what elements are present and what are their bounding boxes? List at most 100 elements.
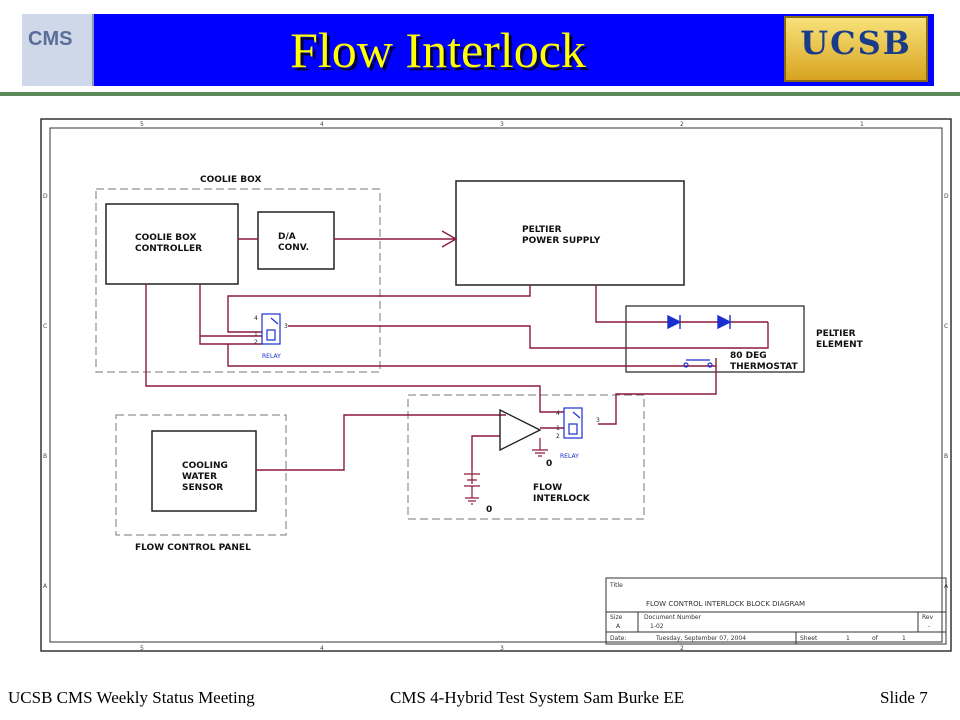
- row-label: A: [43, 583, 48, 590]
- col-label: 2: [680, 645, 684, 652]
- wire-ps-diodes: [595, 285, 668, 323]
- wire-thermostat: [227, 344, 717, 367]
- cooling-water-sensor-block: [151, 430, 257, 512]
- relay2-pin: 4: [556, 410, 560, 417]
- relay1-label: RELAY: [262, 353, 281, 360]
- row-label: D: [944, 193, 949, 200]
- da-conv-label-2: CONV.: [278, 243, 309, 253]
- diode-1: [667, 314, 682, 330]
- tb-title-label: Title: [609, 582, 623, 589]
- relay2-label: RELAY: [560, 453, 579, 460]
- wire-relay1-2: [199, 336, 262, 345]
- tb-of-label: of: [872, 635, 879, 642]
- da-conv-label-1: D/A: [278, 232, 296, 242]
- row-label: B: [43, 453, 47, 460]
- ground-symbols: [464, 438, 548, 505]
- wire-relay1-3-peltier: [288, 322, 769, 349]
- thermostat-switch: [683, 359, 713, 368]
- col-label: 1: [860, 121, 864, 128]
- col-label: 5: [140, 645, 144, 652]
- row-label: D: [43, 193, 48, 200]
- relay2-pin: 2: [556, 433, 560, 440]
- wire-sensor-amp: [256, 414, 506, 471]
- flow-control-panel-group: [115, 414, 287, 536]
- sensor-label-3: SENSOR: [182, 483, 223, 493]
- title-block: [605, 577, 947, 645]
- relay-2: [563, 407, 583, 439]
- relay2-pin: 1: [556, 425, 560, 432]
- tb-date: Tuesday, September 07, 2004: [655, 635, 746, 642]
- tb-sheet: 1: [846, 635, 850, 642]
- flow-interlock-label-2: INTERLOCK: [533, 494, 591, 504]
- coolie-box-label: COOLIE BOX: [200, 175, 261, 185]
- tb-doc: 1-02: [650, 623, 664, 630]
- tb-rev-label: Rev: [922, 614, 934, 621]
- relay-1: [261, 313, 281, 345]
- sensor-label-2: WATER: [182, 472, 217, 482]
- coolie-box-group: [95, 188, 381, 373]
- thermostat-label-2: THERMOSTAT: [730, 362, 799, 372]
- col-label: 3: [500, 645, 504, 652]
- ucsb-logo: UCSB: [784, 16, 928, 82]
- peltier-element-label-2: ELEMENT: [816, 340, 864, 350]
- peltier-element-label-1: PELTIER: [816, 329, 856, 339]
- col-label: 2: [680, 121, 684, 128]
- relay1-pin: 3: [284, 323, 288, 330]
- header-bar: [22, 14, 934, 86]
- sensor-label-1: COOLING: [182, 461, 228, 471]
- diode-2: [717, 314, 732, 330]
- row-label: C: [43, 323, 47, 330]
- slide-title: Flow Interlock: [290, 22, 586, 78]
- ground-1: [532, 438, 548, 457]
- tb-doc-label: Document Number: [644, 614, 702, 621]
- border-column-labels: 5 4 3 2 1 5 4 3 2: [140, 121, 864, 652]
- diodes: [667, 314, 732, 330]
- row-label: B: [944, 453, 948, 460]
- relay1-pin: 1: [254, 331, 258, 338]
- tb-date-label: Date:: [610, 635, 626, 642]
- wires: [145, 230, 769, 471]
- schematic-border-outer: [40, 118, 952, 652]
- slide-footer: UCSB CMS Weekly Status Meeting CMS 4-Hyb…: [0, 680, 960, 720]
- flow-control-panel-label: FLOW CONTROL PANEL: [135, 543, 251, 553]
- arrow-to-ps: [441, 230, 458, 248]
- schematic-border-inner: [49, 127, 943, 643]
- wire-thermo-relay2: [598, 366, 717, 425]
- flow-interlock-label-1: FLOW: [533, 483, 562, 493]
- tb-of: 1: [902, 635, 906, 642]
- wire-battery-amp: [471, 435, 500, 470]
- peltier-element-block: [625, 305, 805, 373]
- wire-ps-relay1-4: [227, 285, 531, 333]
- col-label: 5: [140, 121, 144, 128]
- col-label: 4: [320, 645, 324, 652]
- ground-label-1: 0: [546, 459, 552, 469]
- da-converter-block: [257, 211, 335, 270]
- wire-ctrl-relay2: [145, 284, 564, 413]
- title-block-text: Title FLOW CONTROL INTERLOCK BLOCK DIAGR…: [609, 582, 934, 642]
- relay1-pin: 4: [254, 315, 258, 322]
- controller-label-2: CONTROLLER: [135, 244, 202, 254]
- relay1-pin: 2: [254, 339, 258, 346]
- peltier-power-supply-block: [455, 180, 685, 286]
- comparator-amplifier: [499, 408, 542, 452]
- coolie-box-controller-block: [105, 203, 239, 285]
- peltier-ps-label-2: POWER SUPPLY: [522, 236, 601, 246]
- flow-interlock-schematic: 5 4 3 2 1 5 4 3 2 D C B A D C B A COOLIE…: [40, 118, 952, 652]
- ground-label-2: 0: [486, 505, 492, 515]
- footer-slide-number: Slide 7: [880, 688, 928, 707]
- battery-ground: [464, 470, 480, 505]
- tb-title: FLOW CONTROL INTERLOCK BLOCK DIAGRAM: [646, 600, 805, 608]
- header-divider: [0, 92, 960, 96]
- relay2-pin: 3: [596, 417, 600, 424]
- tb-size: A: [616, 623, 621, 630]
- footer-meeting: UCSB CMS Weekly Status Meeting: [8, 688, 255, 707]
- peltier-ps-label-1: PELTIER: [522, 225, 562, 235]
- tb-sheet-label: Sheet: [800, 635, 818, 642]
- footer-project: CMS 4-Hybrid Test System Sam Burke EE: [390, 688, 685, 707]
- tb-size-label: Size: [610, 614, 623, 621]
- cms-logo: CMS: [22, 14, 94, 86]
- controller-label-1: COOLIE BOX: [135, 233, 196, 243]
- tb-rev: -: [928, 623, 930, 630]
- row-label: C: [944, 323, 948, 330]
- col-label: 3: [500, 121, 504, 128]
